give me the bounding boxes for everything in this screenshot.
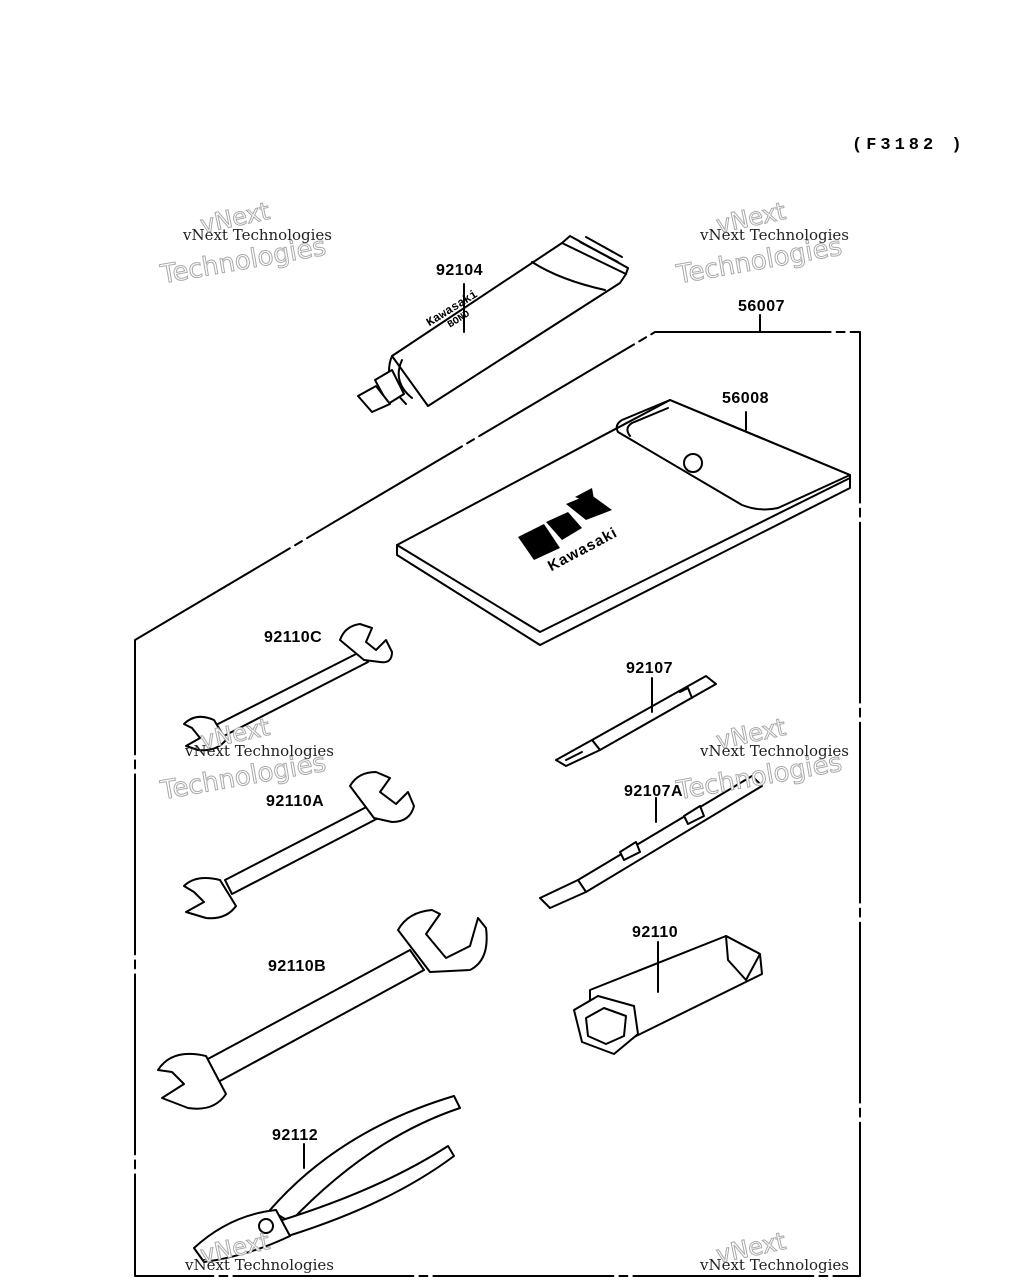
part-code-92104: 92104 [436, 262, 483, 279]
tool-kit-boundary [134, 314, 861, 1277]
part-code-92107a: 92107A [624, 783, 684, 800]
screwdriver-92107a-drawing [539, 775, 763, 909]
diagram-code: (F3182 ) [852, 136, 966, 155]
part-code-92112: 92112 [272, 1127, 319, 1144]
bond-tube-drawing [357, 235, 629, 413]
part-code-56008: 56008 [722, 390, 769, 407]
part-code-56007: 56007 [738, 298, 785, 315]
wrench-92110c-drawing [183, 623, 393, 752]
part-code-92110c: 92110C [264, 629, 323, 646]
part-code-92110: 92110 [632, 924, 679, 941]
part-code-92107: 92107 [626, 660, 673, 677]
pliers-drawing [193, 1095, 461, 1263]
part-code-92110b: 92110B [268, 958, 327, 975]
plug-wrench-drawing [573, 935, 763, 1055]
wrench-92110b-drawing [157, 909, 488, 1110]
screwdriver-92107-drawing [555, 675, 717, 767]
wrench-92110a-drawing [183, 771, 415, 920]
part-code-92110a: 92110A [266, 793, 325, 810]
tool-bag-drawing [396, 399, 851, 646]
